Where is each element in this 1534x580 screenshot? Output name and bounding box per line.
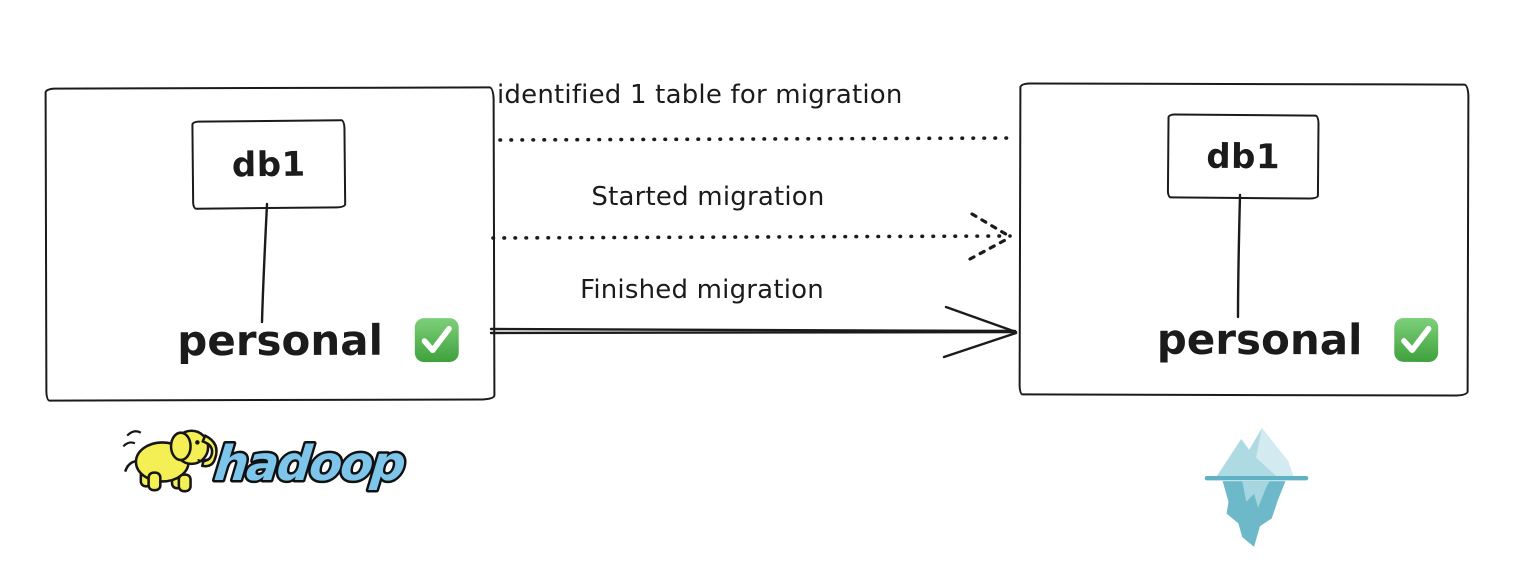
target-cluster-box: db1 personal — [1018, 82, 1470, 397]
source-table-label: personal — [177, 315, 384, 366]
source-cluster-box: db1 personal — [44, 86, 496, 402]
hadoop-wordmark: hadoop — [212, 434, 410, 495]
arrow-finished-head-lower — [942, 331, 1018, 359]
target-table-label: personal — [1156, 314, 1363, 365]
arrow-finished-line-a — [489, 327, 1017, 333]
arrow-started-line — [491, 234, 1012, 240]
check-mark-icon — [414, 318, 459, 363]
source-database-box: db1 — [191, 119, 347, 210]
hadoop-logo: hadoop — [118, 420, 427, 498]
arrow-label-finished: Finished migration — [580, 275, 824, 305]
svg-text:hadoop: hadoop — [212, 436, 407, 492]
check-mark-icon — [1394, 317, 1439, 362]
hadoop-elephant-icon — [122, 429, 218, 493]
arrow-finished-head-upper — [944, 305, 1018, 334]
arrow-identified-line — [498, 136, 1017, 142]
arrow-label-started: Started migration — [591, 182, 825, 212]
arrow-label-identified: identified 1 table for migration — [497, 80, 903, 110]
target-database-box: db1 — [1166, 113, 1320, 200]
arrow-finished-line-b — [489, 330, 1017, 335]
arrow-started-head-upper — [970, 212, 1011, 238]
target-table-row: personal — [1157, 315, 1440, 365]
source-database-label: db1 — [231, 144, 306, 185]
target-database-label: db1 — [1206, 136, 1281, 177]
iceberg-icon — [1204, 428, 1309, 547]
arrow-started-head-lower — [968, 236, 1011, 261]
source-table-row: personal — [177, 315, 460, 366]
